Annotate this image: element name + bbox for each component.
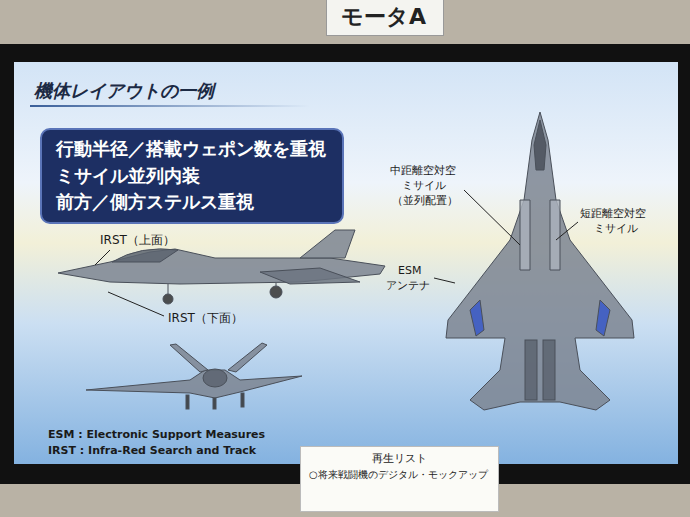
node-text: モータA	[341, 3, 429, 31]
callout-label: ミサイル	[594, 222, 638, 235]
irst-label: IRST（上面）	[100, 233, 175, 247]
irst-label: IRST（下面）	[168, 311, 243, 325]
node-text: 行動半径／搭載ウェポン数を重視	[56, 138, 328, 161]
callout-label: ESM	[398, 264, 421, 277]
callout-label: （並列配置）	[392, 194, 458, 207]
node-text: ○将来戦闘機のデジタル・モックアップ	[309, 469, 490, 482]
node-text: 前方／側方ステルス重視	[56, 191, 328, 214]
node-text: 再生リスト	[309, 452, 490, 466]
slide-title: 機体レイアウトの一例	[34, 80, 214, 102]
callout-label: 中距離空対空	[390, 164, 456, 177]
footnote: ESM : Electronic Support Measures	[48, 428, 265, 441]
callout-label: アンテナ	[386, 279, 430, 292]
callout-label: ミサイル	[402, 179, 446, 192]
sign-board: モータA	[326, 0, 444, 36]
footnote: IRST : Infra-Red Search and Track	[48, 444, 256, 457]
callout-label: 短距離空対空	[580, 207, 646, 220]
paper-note: 再生リスト ○将来戦闘機のデジタル・モックアップ	[300, 446, 499, 512]
feature-box: 行動半径／搭載ウェポン数を重視ミサイル並列内装前方／側方ステルス重視	[40, 128, 344, 224]
node-text: ミサイル並列内装	[56, 165, 328, 188]
